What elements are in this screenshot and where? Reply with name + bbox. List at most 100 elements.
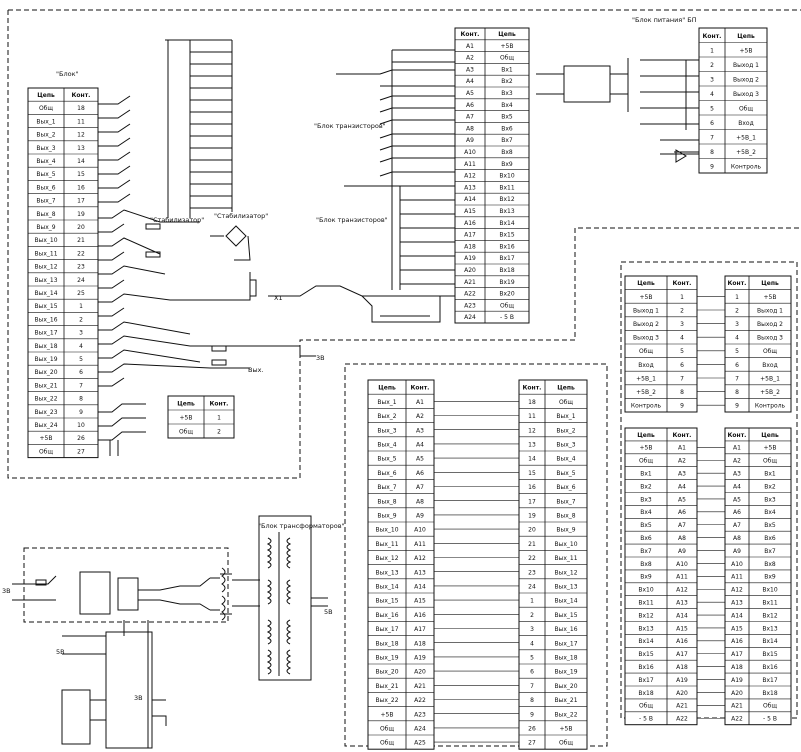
table-cell: 2 xyxy=(217,429,221,436)
table-cell: Вых_13 xyxy=(34,277,57,284)
table-cell: Вых_3 xyxy=(377,427,396,434)
label-stabilizer-right: "Стабилизатор" xyxy=(214,212,268,220)
label-conn: X1 xyxy=(274,294,283,302)
table-cell: Вх12 xyxy=(638,612,653,619)
table-cell: Вых_18 xyxy=(554,654,577,661)
table-cell: Вх12 xyxy=(499,196,514,203)
table-cell: А13 xyxy=(464,184,476,191)
table-cell: 5 xyxy=(680,348,684,355)
table-cell: А13 xyxy=(731,599,743,606)
table-cell: Вых_4 xyxy=(377,441,396,448)
table-cell: +5В_2 xyxy=(760,389,780,396)
table-cell: Вых_19 xyxy=(375,654,398,661)
right-mid-connections xyxy=(697,296,725,406)
table-cell: Общ xyxy=(380,740,394,747)
table-cell: Вых_8 xyxy=(556,512,575,519)
table-cell: 16 xyxy=(528,484,536,491)
table-cell: 5 xyxy=(79,356,83,363)
table-cell: А15 xyxy=(731,625,743,632)
table-cell: А18 xyxy=(464,243,476,250)
table-cell: 9 xyxy=(680,403,684,410)
table-cell: 7 xyxy=(530,683,534,690)
table-cell: +5В xyxy=(560,725,573,732)
table-cell: Вх9 xyxy=(640,574,652,581)
table-cell: 4 xyxy=(735,335,739,342)
table-cell: Вых_14 xyxy=(375,583,398,590)
table-cell: 6 xyxy=(680,362,684,369)
table-cell: Вх10 xyxy=(638,587,653,594)
table-cell: 9 xyxy=(710,163,714,170)
table-cell: Общ xyxy=(739,105,753,112)
table-cell: 18 xyxy=(528,399,536,406)
table-cell: Вых_12 xyxy=(375,555,398,562)
table-cell: А1 xyxy=(416,399,424,406)
table-cell: 19 xyxy=(77,211,85,218)
table-cell: Общ xyxy=(763,703,777,710)
table-header-cell: Конт. xyxy=(728,280,747,287)
table-cell: Вых_2 xyxy=(36,132,55,139)
table-cell: Вых_22 xyxy=(34,396,57,403)
table-cell: 3 xyxy=(680,321,684,328)
table-cell: 6 xyxy=(710,120,714,127)
table-cell: Вх6 xyxy=(501,125,513,132)
table-cell: А20 xyxy=(731,690,743,697)
table-cell: +5В xyxy=(764,294,777,301)
table-cell: А3 xyxy=(678,470,686,477)
table-cell: А22 xyxy=(676,716,688,723)
table-cell: А4 xyxy=(678,483,686,490)
table-cell: А5 xyxy=(678,496,686,503)
table-cell: 8 xyxy=(79,396,83,403)
table-cell: Вх7 xyxy=(501,137,513,144)
table-cell: А6 xyxy=(416,470,424,477)
table-cell: Общ xyxy=(763,458,777,465)
table-cell: 1 xyxy=(217,415,221,422)
table-cell: Общ xyxy=(179,429,193,436)
table-cell: +5В_2 xyxy=(736,149,756,156)
table-cell: 14 xyxy=(528,456,536,463)
table-cell: Вх8 xyxy=(764,561,776,568)
table-cell: А14 xyxy=(464,196,476,203)
table-cell: А3 xyxy=(466,66,474,73)
table-cell: А10 xyxy=(676,561,688,568)
table-cell: А3 xyxy=(416,427,424,434)
table-cell: 11 xyxy=(528,413,536,420)
table-cell: 8 xyxy=(710,149,714,156)
table-cell: Вых_19 xyxy=(34,356,57,363)
table-cell: Общ xyxy=(639,348,653,355)
table-cell: А2 xyxy=(678,458,686,465)
table-cell: А12 xyxy=(676,587,688,594)
table-cell: 4 xyxy=(680,335,684,342)
table-cell: А6 xyxy=(678,509,686,516)
table-cell: А2 xyxy=(733,458,741,465)
table-cell: Вых_5 xyxy=(377,456,396,463)
table-cell: Вх11 xyxy=(499,184,514,191)
table-cell: Общ xyxy=(639,458,653,465)
table-cell: Вых_2 xyxy=(556,427,575,434)
table-cell: А15 xyxy=(676,625,688,632)
table-cell: Вх16 xyxy=(638,664,653,671)
table-cell: А23 xyxy=(464,302,476,309)
table-cell: +5В xyxy=(40,435,53,442)
table-header-cell: Цепь xyxy=(37,92,55,99)
table-cell: А20 xyxy=(414,669,426,676)
table-cell: Вых_15 xyxy=(554,612,577,619)
table-cell: А17 xyxy=(414,626,426,633)
table-cell: А10 xyxy=(414,527,426,534)
table-cell: 6 xyxy=(530,669,534,676)
table-cell: А4 xyxy=(733,483,741,490)
table-cell: Вых_24 xyxy=(34,422,57,429)
table-cell: А10 xyxy=(731,561,743,568)
table-cell: Вых_3 xyxy=(556,441,575,448)
table-cell: 20 xyxy=(77,224,85,231)
table-cell: Вых_22 xyxy=(554,711,577,718)
table-cell: Вых_23 xyxy=(34,409,57,416)
table-frame xyxy=(624,427,698,726)
table-cell: 2 xyxy=(735,307,739,314)
table-cell: Вх5 xyxy=(501,114,513,121)
table-cell: А11 xyxy=(414,541,426,548)
table-cell: А3 xyxy=(733,470,741,477)
table-cell: Вых_21 xyxy=(375,683,398,690)
table-cell: А18 xyxy=(676,664,688,671)
table-cell: Общ xyxy=(380,725,394,732)
